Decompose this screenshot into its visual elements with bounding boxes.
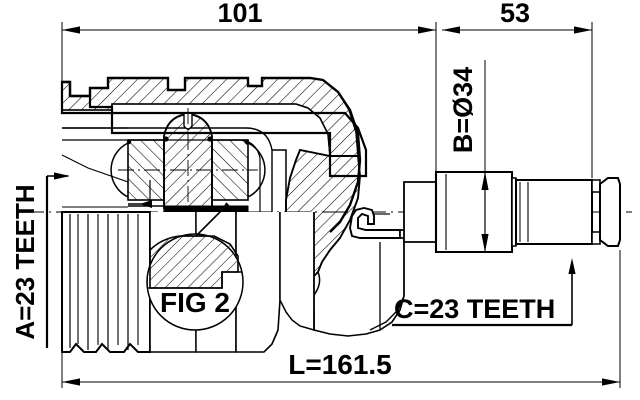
dimension-shaft-diameter: B=Ø34 — [448, 60, 489, 252]
annotation-inner-spline-label: A=23 TEETH — [10, 184, 40, 339]
dimension-53: 53 — [442, 0, 593, 178]
fig2-leader-line — [195, 202, 230, 237]
output-shaft — [403, 170, 621, 254]
dimension-101: 101 — [61, 0, 437, 178]
cage-and-ball-assembly — [61, 108, 266, 250]
detail-bubble-fig2: FIG 2 — [146, 233, 244, 331]
annotation-outer-spline-label: C=23 TEETH — [394, 294, 555, 324]
annotation-outer-spline: C=23 TEETH — [392, 258, 576, 327]
inner-seat-leader — [128, 180, 152, 208]
dimension-overall-length: L=161.5 — [61, 250, 621, 388]
fig2-label: FIG 2 — [160, 287, 230, 318]
dimension-53-label: 53 — [500, 0, 530, 28]
dimension-diameter-label: B=Ø34 — [448, 67, 478, 153]
dimension-overall-length-label: L=161.5 — [288, 349, 392, 380]
dimension-101-label: 101 — [217, 0, 262, 28]
annotation-inner-spline: A=23 TEETH — [10, 172, 70, 348]
housing-lower-flare — [313, 212, 405, 337]
